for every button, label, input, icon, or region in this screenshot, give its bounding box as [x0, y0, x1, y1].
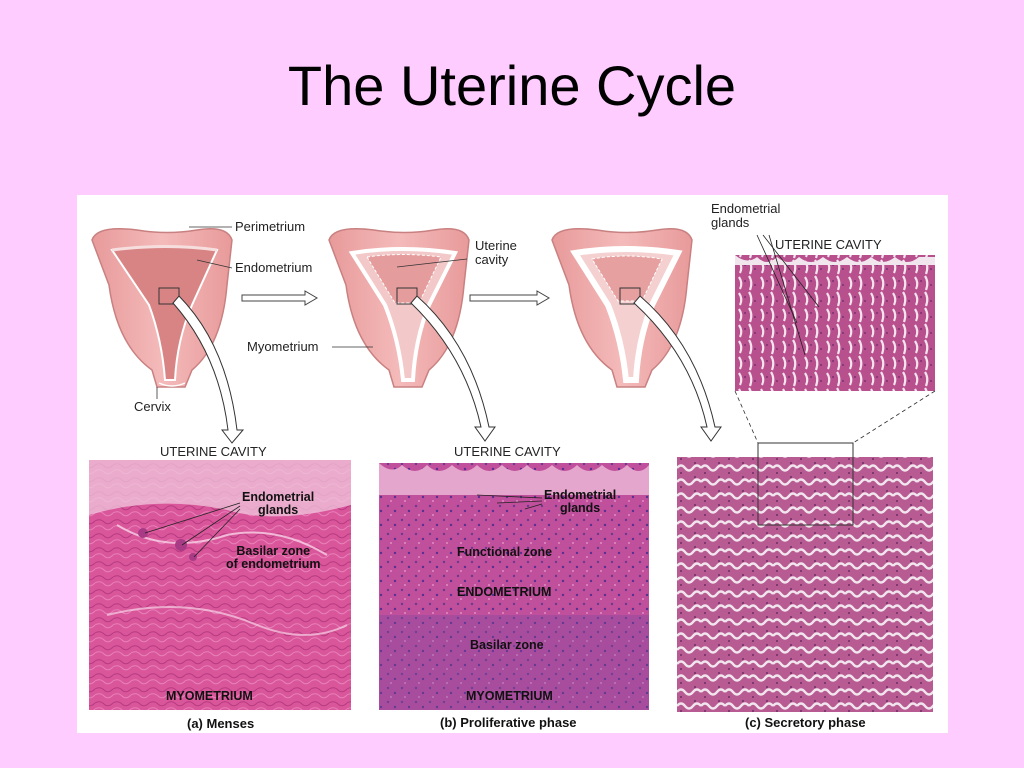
micrograph-proliferative [379, 463, 649, 710]
micrograph-secretory [677, 442, 933, 712]
zoom-arrow-3 [633, 295, 722, 442]
label-uterine-cavity-top: Uterine cavity [475, 238, 517, 267]
uterine-cycle-figure: Perimetrium Endometrium Myometrium Cervi… [77, 195, 948, 733]
uterus-diagram-proliferative [328, 228, 470, 388]
figure-drawing [89, 226, 936, 712]
label-perimetrium: Perimetrium [235, 219, 306, 234]
caption-proliferative: (b) Proliferative phase [440, 715, 577, 730]
label-endometrium: Endometrium [235, 260, 313, 275]
uterus-diagram-secretory [551, 228, 693, 388]
panel-b-cavity-label: UTERINE CAVITY [454, 444, 561, 459]
panel-b-myometrium-label: MYOMETRIUM [466, 689, 553, 703]
panel-a-basilar-label: Basilar zone of endometrium [226, 544, 321, 572]
caption-menses: (a) Menses [187, 716, 255, 731]
label-uterine-cavity-inset: UTERINE CAVITY [775, 237, 882, 252]
panel-a-myometrium-label: MYOMETRIUM [166, 689, 253, 703]
micrograph-menses [89, 460, 351, 710]
arrow-2-shape [469, 290, 550, 306]
micrograph-inset [734, 234, 936, 444]
slide-title: The Uterine Cycle [287, 54, 737, 117]
panel-a-cavity-label: UTERINE CAVITY [160, 444, 267, 459]
label-endometrial-glands-inset: Endometrial glands [711, 201, 781, 230]
panel-b-glands-label: Endometrial glands [544, 488, 617, 516]
arrow-1-shape [241, 290, 318, 306]
panel-b-endometrium-label: ENDOMETRIUM [457, 585, 552, 599]
panel-b-basilar-label: Basilar zone [470, 638, 544, 652]
caption-secretory: (c) Secretory phase [745, 715, 866, 730]
label-myometrium: Myometrium [247, 339, 319, 354]
panel-b-functional-label: Functional zone [457, 545, 553, 559]
uterus-diagram-menses [91, 228, 233, 388]
zoom-arrow-2 [410, 295, 496, 442]
panel-a-glands-label: Endometrial glands [242, 490, 315, 518]
zoom-arrow-1 [172, 295, 245, 444]
label-cervix: Cervix [134, 399, 171, 414]
